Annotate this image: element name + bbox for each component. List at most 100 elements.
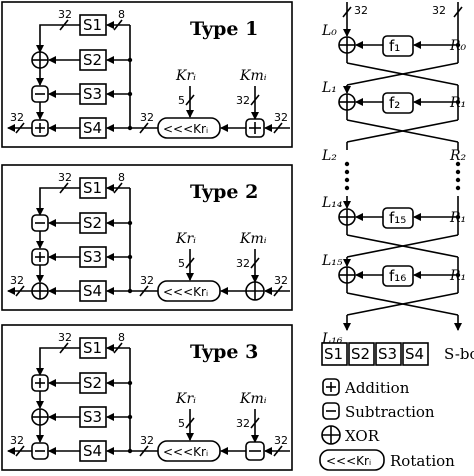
- km-label: Kmᵢ: [239, 391, 267, 407]
- legend-s-box-label: S4: [405, 345, 424, 363]
- legend-s-box-label: S3: [378, 345, 397, 363]
- feistel-round: L₁R₁f₂: [321, 80, 466, 143]
- s-box-label: S2: [83, 214, 102, 232]
- wire: [36, 347, 80, 376]
- bits-label: 32: [236, 417, 250, 430]
- bits-label: 8: [118, 331, 125, 344]
- bit-width-slash: [59, 19, 69, 31]
- bits-label: 32: [10, 111, 24, 124]
- add-operator: [322, 378, 340, 396]
- bits-label: 32: [140, 274, 154, 287]
- bit-width-slash: [250, 257, 260, 269]
- bit-width-slash: [59, 182, 69, 194]
- legend-addition: Addition: [344, 379, 410, 397]
- panel-frame: [1, 1, 293, 148]
- junction-dot: [455, 185, 461, 191]
- left-label: L₀: [321, 23, 337, 39]
- bit-width-slash: [113, 19, 123, 31]
- f-label: f₂: [389, 94, 400, 112]
- rotation-label: <<<Krᵢ: [163, 122, 208, 136]
- s-box-label: S4: [83, 442, 102, 460]
- legend-s-box: [348, 342, 375, 366]
- junction-dot: [127, 380, 133, 386]
- bit-width-slash: [185, 417, 195, 429]
- bits-label: 5: [178, 257, 185, 270]
- panel-frame: [1, 164, 293, 311]
- cross-wire: [346, 292, 459, 316]
- kr-label: Krᵢ: [175, 231, 196, 247]
- feistel-round: L₁₅R₁f₁₆: [321, 253, 466, 316]
- s-box-label: S4: [83, 282, 102, 300]
- cross-wire: [346, 62, 459, 86]
- wire: [36, 24, 80, 53]
- bit-width-slash: [185, 94, 195, 106]
- panel-title: Type 3: [190, 341, 258, 363]
- s-box-label: S1: [83, 339, 102, 357]
- junction-dot: [127, 414, 133, 420]
- km-label: Kmᵢ: [239, 68, 267, 84]
- bits-label: 32: [274, 434, 288, 447]
- right-label: R₂: [449, 148, 467, 164]
- bit-width-slash: [250, 417, 260, 429]
- round-function-panels: Type 1S1S2S3S483232<<<Krᵢ32Krᵢ5Kmᵢ3232Ty…: [1, 1, 293, 471]
- bits-label: 32: [354, 4, 368, 17]
- legend-s-box: [321, 342, 348, 366]
- xor-operator: [245, 281, 265, 301]
- legend-s-box: [402, 342, 429, 366]
- s-box-label: S2: [83, 374, 102, 392]
- bits-label: 5: [178, 94, 185, 107]
- bit-width-slash: [139, 445, 149, 457]
- legend-rotation-box: [319, 449, 385, 471]
- bits-label: 32: [140, 111, 154, 124]
- xor-operator: [338, 266, 356, 284]
- bits-label: 5: [178, 417, 185, 430]
- bits-label: 32: [10, 274, 24, 287]
- junction-dot: [127, 254, 133, 260]
- left-label: L₂: [321, 148, 337, 164]
- legend-s-box-label: S2: [351, 345, 370, 363]
- left-label: L₁: [321, 80, 337, 96]
- s-box-label: S3: [83, 408, 102, 426]
- rotation-label: <<<Krᵢ: [163, 285, 208, 299]
- legend-s-box: [375, 342, 402, 366]
- left-label: L₁₅: [321, 253, 343, 269]
- junction-dot: [344, 177, 350, 183]
- rotation-label: <<<Krᵢ: [163, 445, 208, 459]
- bits-label: 32: [10, 434, 24, 447]
- s-box-label: S3: [83, 248, 102, 266]
- bits-label: 32: [140, 434, 154, 447]
- bits-label: 32: [274, 111, 288, 124]
- s-box-label: S3: [83, 85, 102, 103]
- cross-wire: [346, 234, 459, 258]
- sub-operator: [31, 214, 49, 232]
- f-label: f₁₆: [389, 267, 406, 285]
- bit-width-slash: [15, 445, 25, 457]
- bits-label: 32: [432, 4, 446, 17]
- xor-operator: [31, 51, 49, 69]
- legend-subtraction: Subtraction: [345, 403, 435, 421]
- add-operator: [245, 118, 265, 138]
- wire: [36, 187, 80, 216]
- bits-label: 32: [236, 94, 250, 107]
- kr-label: Krᵢ: [175, 68, 196, 84]
- sub-operator: [31, 442, 49, 460]
- xor-operator: [31, 408, 49, 426]
- sub-operator: [322, 402, 340, 420]
- panel-title: Type 2: [190, 181, 258, 203]
- add-operator: [31, 374, 49, 392]
- xor-operator: [338, 36, 356, 54]
- bits-label: 32: [58, 171, 72, 184]
- kr-label: Krᵢ: [175, 391, 196, 407]
- xor-operator: [31, 282, 49, 300]
- bits-label: 32: [58, 8, 72, 21]
- junction-dot: [455, 161, 461, 167]
- xor-operator: [321, 425, 341, 445]
- bits-label: 32: [274, 274, 288, 287]
- feistel-network: 3232L₀R₀f₁L₁R₁f₂L₁₄R₁f₁₅L₁₅R₁f₁₆L₂R₂L₁₆: [321, 2, 467, 347]
- cross-wire: [346, 119, 459, 143]
- bit-width-slash: [15, 122, 25, 134]
- junction-dot: [127, 91, 133, 97]
